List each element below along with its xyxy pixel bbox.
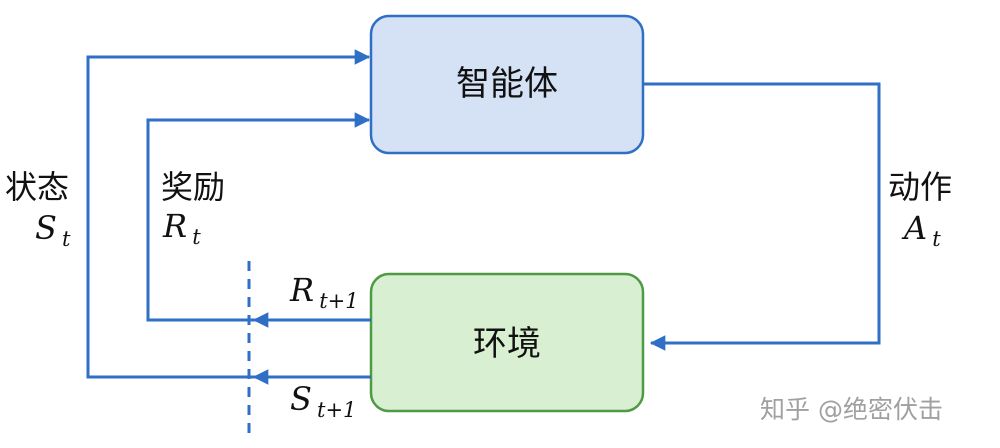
next-state-symbol-subscript: t+1 [317,398,356,422]
next-reward-symbol: R t+1 [289,271,359,313]
reward-symbol-main: R [162,207,187,245]
reward-symbol-subscript: t [192,225,201,249]
state-label: 状态 [5,168,69,206]
action-symbol-main: A [901,209,927,247]
next-state-symbol: S t+1 [290,380,356,422]
next-reward-symbol-main: R [289,271,314,309]
state-symbol-subscript: t [62,227,71,251]
environment-label: 环境 [473,324,541,364]
state-symbol: S t [35,209,71,251]
watermark-text: 知乎 @绝密伏击 [760,395,943,424]
action-label: 动作 [888,168,952,206]
action-arrow [643,82,881,351]
reward-symbol: R t [162,207,201,249]
next-reward-symbol-subscript: t+1 [319,289,358,313]
action-symbol-subscript: t [932,227,941,251]
reward-label: 奖励 [161,168,225,206]
state-symbol-main: S [35,209,57,247]
action-symbol: A t [901,209,941,251]
next-state-symbol-main: S [290,380,312,418]
state-arrow [86,49,371,379]
environment-box [369,272,645,413]
agent-label: 智能体 [456,64,558,104]
